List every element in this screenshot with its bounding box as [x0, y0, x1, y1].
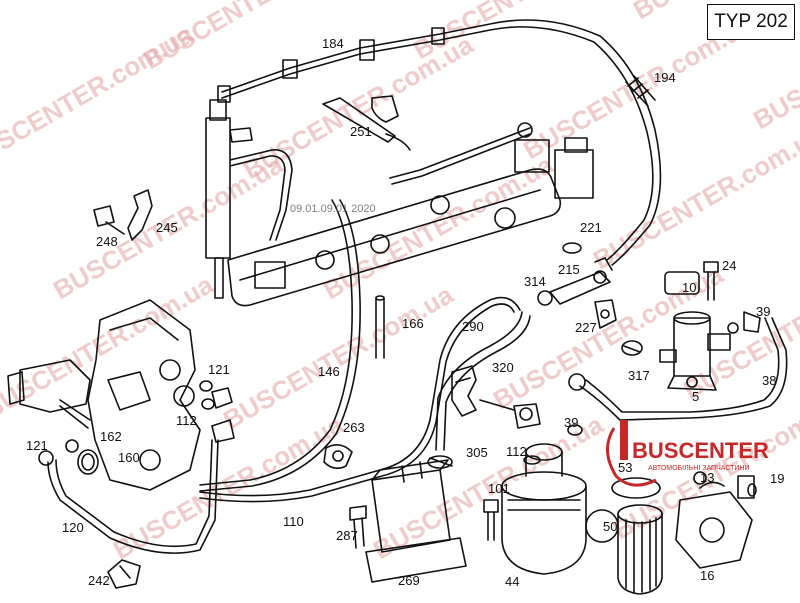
part-labels: 184 194 251 248 245 221 215 314 24 10 39 227 166 290 3…: [26, 36, 784, 589]
clip-251: [322, 95, 411, 151]
seal-160: [77, 449, 99, 475]
part-label: 320: [492, 360, 514, 375]
gasket-10: [664, 271, 700, 295]
date-stamp: 09.01.09.01 2020: [290, 203, 376, 215]
part-label: 13: [700, 470, 714, 485]
bracket-320: [451, 365, 477, 417]
clip-245: [127, 189, 153, 241]
watermark-text: BUSCENTER.com.ua: [0, 19, 199, 175]
part-label: 251: [350, 124, 372, 139]
part-label: 50: [603, 519, 617, 534]
fuel-return-line-184: [217, 19, 662, 266]
bolt-248: [93, 205, 125, 235]
part-label: 215: [558, 262, 580, 277]
watermark-text: BUSCENTER.com.ua: [588, 119, 800, 275]
label-circle-50: [585, 509, 619, 543]
part-label: 24: [722, 258, 736, 273]
fuel-cooler-269: [365, 459, 467, 583]
part-label: 221: [580, 220, 602, 235]
part-label: 162: [100, 429, 122, 444]
part-label: 227: [575, 320, 597, 335]
part-label: 10: [682, 280, 696, 295]
part-label: 194: [654, 70, 676, 85]
part-label: 287: [336, 528, 358, 543]
hose-166: [375, 295, 385, 359]
clip-242: [107, 559, 141, 589]
high-pressure-pump: [7, 299, 201, 491]
part-label: 19: [770, 471, 784, 486]
part-label: 290: [462, 319, 484, 334]
seal-112-center: [523, 455, 541, 465]
part-label: 269: [398, 573, 420, 588]
part-label: 184: [322, 36, 344, 51]
fuel-line-38: [568, 317, 788, 421]
connector-215: [537, 257, 613, 306]
part-label: 112: [506, 444, 527, 459]
heater-valve-5: [659, 311, 731, 391]
part-label: 146: [318, 364, 340, 379]
seal-221: [562, 242, 582, 254]
part-label: 121: [26, 438, 48, 453]
part-label: 112: [176, 413, 197, 428]
fuel-injector: [205, 99, 293, 299]
part-label: 121: [208, 362, 230, 377]
seal-39-right: [727, 311, 761, 334]
fuel-line-146: [199, 199, 361, 492]
hose-194: [625, 75, 656, 107]
part-label: 44: [505, 574, 519, 589]
fuel-filter-housing-44: [501, 443, 587, 575]
part-label: 110: [283, 514, 304, 529]
part-label: 38: [762, 373, 776, 388]
part-label: 160: [118, 450, 140, 465]
part-label: 245: [156, 220, 178, 235]
seal-53: [611, 477, 661, 499]
part-label: 242: [88, 573, 110, 588]
part-label: 305: [466, 445, 488, 460]
part-label: 5: [692, 389, 699, 404]
part-label: 120: [62, 520, 84, 535]
part-label: 314: [524, 274, 546, 289]
fuel-line-110: [199, 296, 521, 503]
clamp-263: [323, 444, 353, 470]
fitting-121-right: [199, 380, 235, 443]
part-label: 248: [96, 234, 118, 249]
clip-227: [594, 299, 617, 329]
part-label: 39: [756, 304, 770, 319]
seal-19: [747, 483, 757, 497]
bolt-24: [703, 261, 719, 301]
bolt-287: [349, 505, 367, 549]
part-label: 263: [343, 420, 365, 435]
watermark-text: BUSCENTER.com.ua: [0, 269, 219, 425]
part-label: 53: [618, 460, 632, 475]
part-label: 317: [628, 368, 650, 383]
seal-39-center: [567, 424, 583, 436]
banjo-fitting: [479, 399, 541, 429]
water-sensor-16: [675, 475, 755, 569]
filter-element-50: [617, 504, 663, 595]
part-label: 166: [402, 316, 424, 331]
fuel-line-120: [38, 439, 219, 554]
logo-tagline: АВТОМОБІЛЬНІ ЗАПЧАСТИНИ: [648, 465, 749, 472]
circle-13: [693, 471, 707, 485]
type-label-box: TYP 202: [707, 4, 795, 40]
type-label: TYP 202: [714, 11, 788, 32]
clamp-317: [621, 340, 643, 356]
part-label: 101: [488, 481, 510, 496]
buscenter-logo: BUSCENTER АВТОМОБІЛЬНІ ЗАПЧАСТИНИ: [606, 420, 769, 487]
clamp-305: [427, 455, 453, 469]
common-rail: [227, 137, 594, 307]
rail-pressure-line: [389, 122, 533, 185]
part-label: 16: [700, 568, 714, 583]
part-label: 39: [564, 415, 578, 430]
bolt-101: [483, 499, 499, 541]
logo-name: BUSCENTER: [632, 438, 769, 463]
